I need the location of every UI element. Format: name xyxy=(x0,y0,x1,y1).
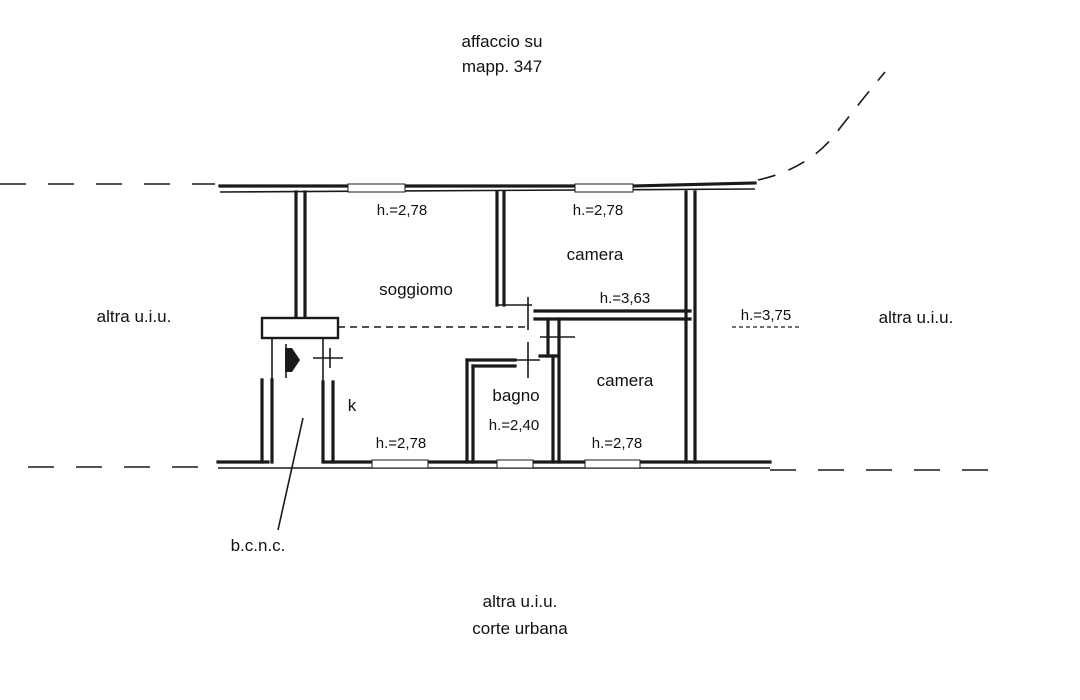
room-height-camera-bottom: h.=2,78 xyxy=(592,435,642,452)
bcnc-pointer-line xyxy=(277,417,304,531)
room-name-soggiorno: soggiomo xyxy=(379,280,453,299)
window-bottom-camera xyxy=(584,459,641,469)
room-name-kitchen: k xyxy=(348,396,357,415)
wall-soggiorno-camera xyxy=(495,190,532,330)
bagno-walls xyxy=(465,317,575,464)
room-name-bagno: bagno xyxy=(492,386,539,405)
wall-right xyxy=(684,190,697,464)
window-top-camera xyxy=(574,183,634,193)
room-name-camera-bottom: camera xyxy=(597,371,654,390)
property-boundary-curve xyxy=(757,71,886,181)
room-height-kitchen: h.=2,78 xyxy=(376,435,426,452)
neighbor-left-label: altra u.i.u. xyxy=(97,307,172,326)
window-bottom-kitchen xyxy=(371,459,429,469)
neighbor-right-label: altra u.i.u. xyxy=(879,308,954,327)
wall-left-soggiorno xyxy=(294,190,307,320)
corridor-height-label: h.=3,75 xyxy=(741,307,791,324)
property-boundary-bottom xyxy=(28,466,992,471)
room-height-camera-top: h.=2,78 xyxy=(573,202,623,219)
wall-camera-top-bottom xyxy=(533,309,692,321)
room-name-camera-top: camera xyxy=(567,245,624,264)
room-height-camera-top-low: h.=3,63 xyxy=(600,290,650,307)
window-bottom-bagno xyxy=(496,459,534,469)
entrance-lobby xyxy=(260,316,343,464)
bcnc-label: b.c.n.c. xyxy=(231,536,286,555)
header-line-2: mapp. 347 xyxy=(462,57,542,76)
outer-wall-bottom xyxy=(216,460,772,469)
footer-line-2: corte urbana xyxy=(472,619,568,638)
room-height-bagno: h.=2,40 xyxy=(489,417,539,434)
window-top-soggiorno xyxy=(347,183,406,193)
room-height-soggiorno: h.=2,78 xyxy=(377,202,427,219)
outer-wall-top xyxy=(218,181,757,193)
header-line-1: affaccio su xyxy=(462,32,543,51)
boiler-arrow-icon xyxy=(285,344,300,378)
footer-line-1: altra u.i.u. xyxy=(483,592,558,611)
